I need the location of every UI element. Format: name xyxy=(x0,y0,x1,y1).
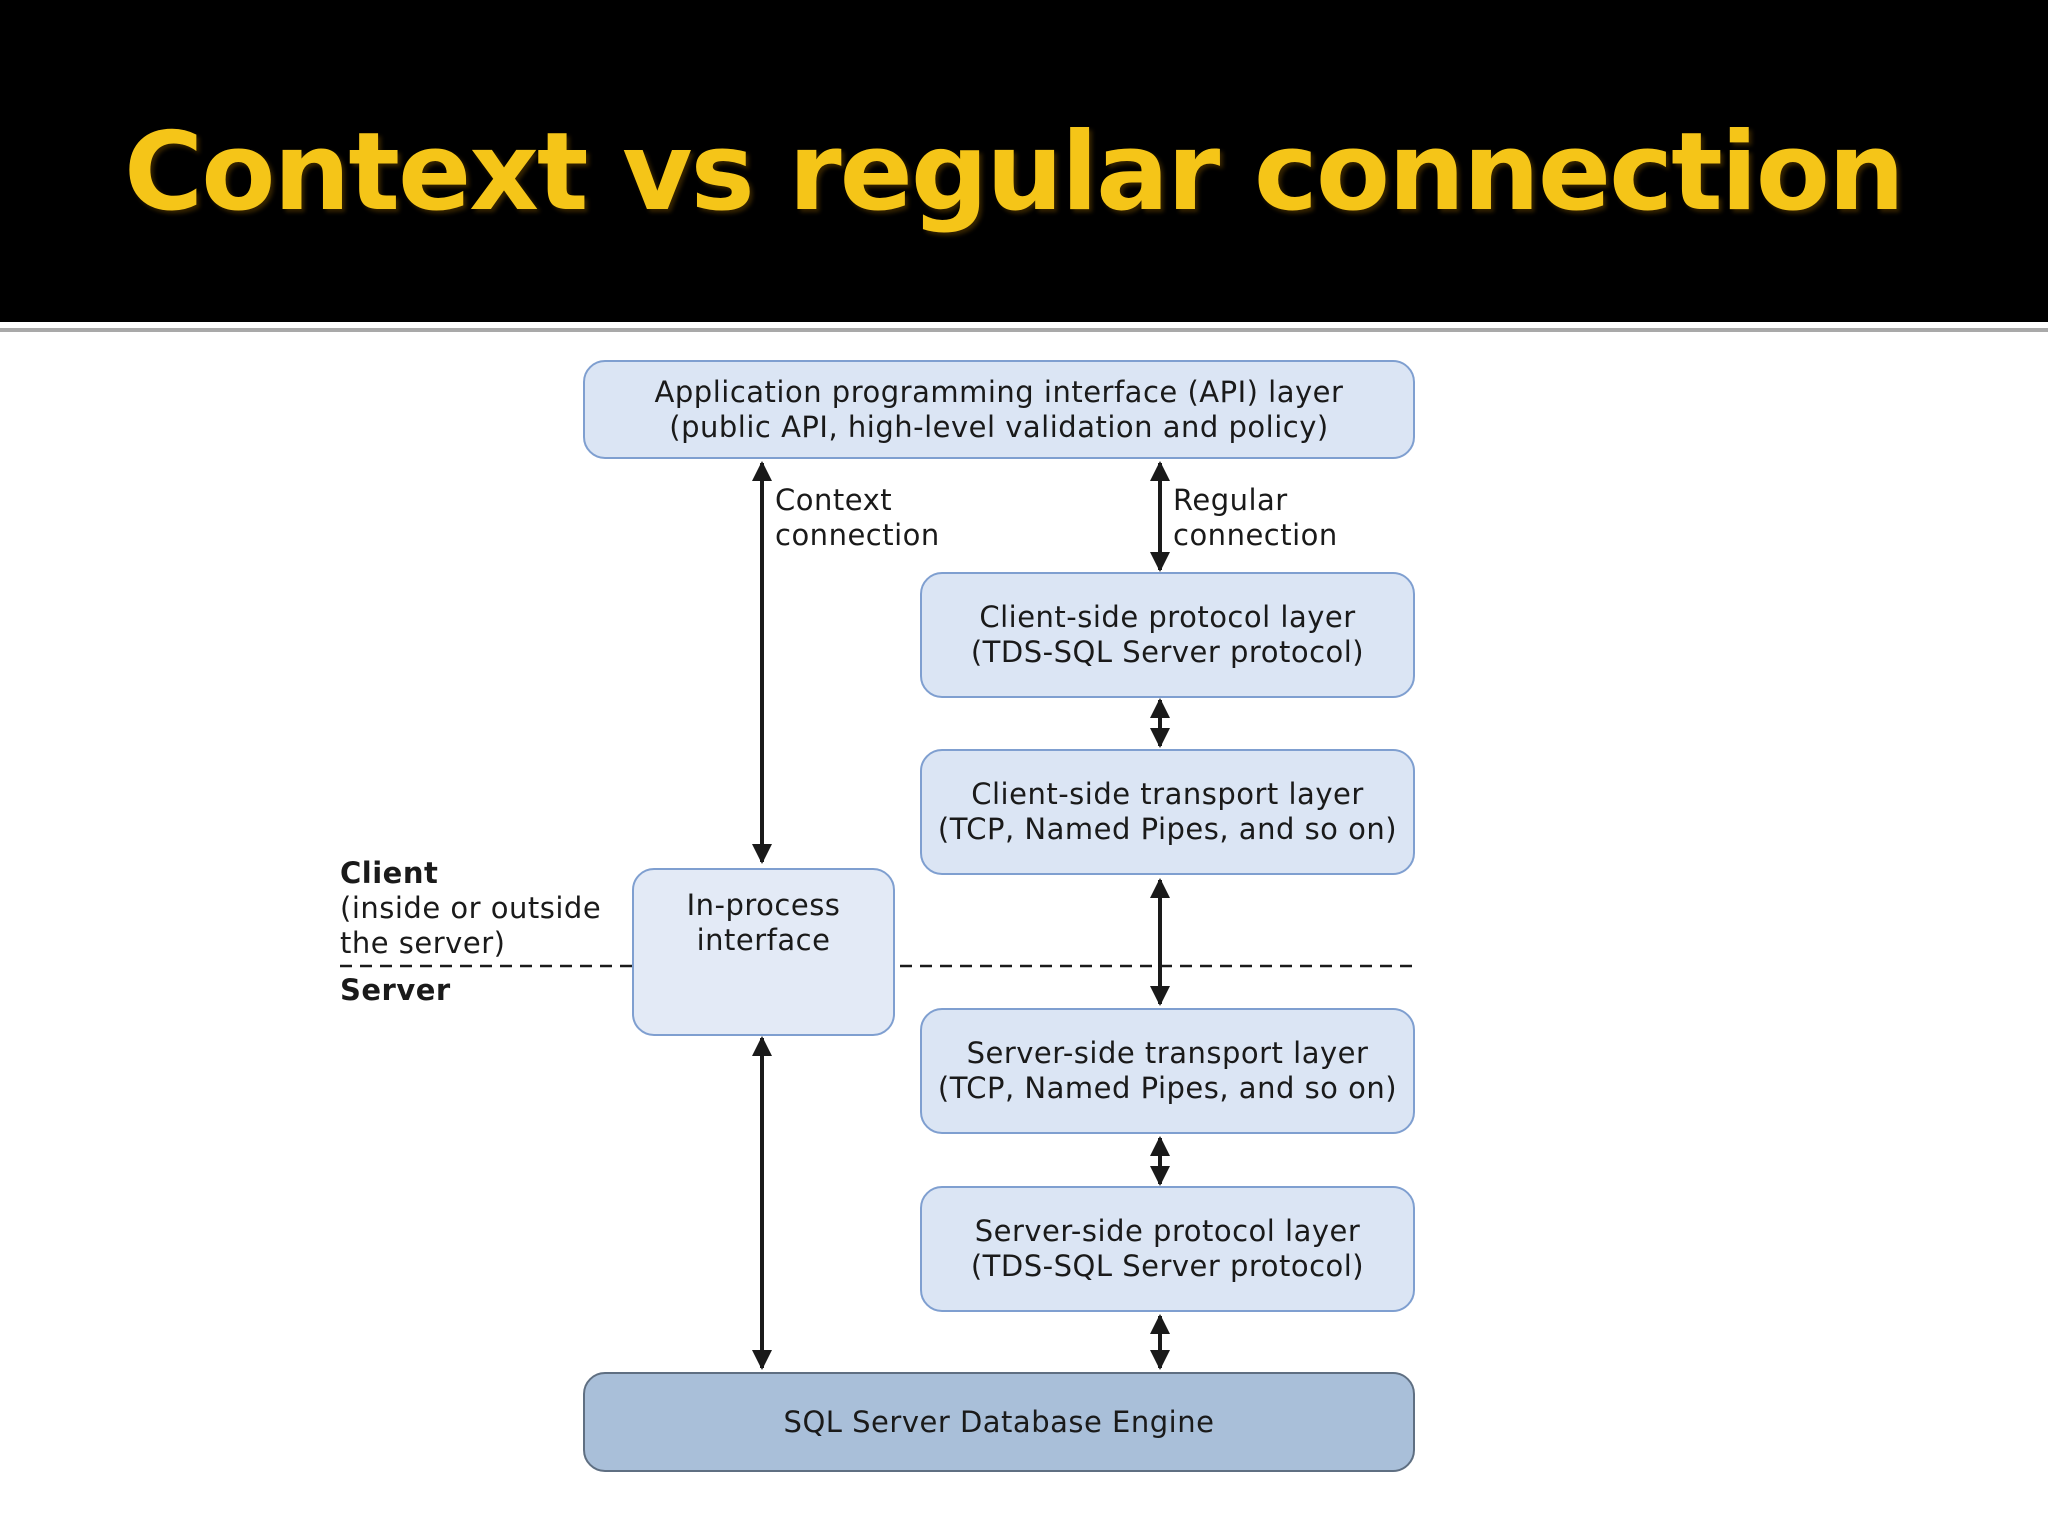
client-line2: the server) xyxy=(340,926,506,960)
title-bar: Context vs regular connection xyxy=(0,0,2048,322)
server-label: Server xyxy=(340,973,451,1007)
server-protocol-layer-box: Server-side protocol layer (TDS-SQL Serv… xyxy=(920,1186,1415,1312)
database-engine-label: SQL Server Database Engine xyxy=(783,1404,1215,1439)
regular-connection-line1: Regular xyxy=(1173,483,1288,517)
regular-connection-line2: connection xyxy=(1173,518,1338,552)
client-transport-line2: (TCP, Named Pipes, and so on) xyxy=(937,812,1398,846)
context-connection-line1: Context xyxy=(775,483,893,517)
server-protocol-line1: Server-side protocol layer xyxy=(974,1214,1361,1248)
server-protocol-line2: (TDS-SQL Server protocol) xyxy=(970,1249,1365,1283)
client-protocol-layer-box: Client-side protocol layer (TDS-SQL Serv… xyxy=(920,572,1415,698)
client-title: Client xyxy=(340,856,439,890)
title-divider xyxy=(0,328,2048,332)
api-layer-line1: Application programming interface (API) … xyxy=(654,374,1344,409)
in-process-interface-box: In-process interface xyxy=(632,868,895,1036)
server-transport-line2: (TCP, Named Pipes, and so on) xyxy=(937,1071,1398,1105)
slide-title: Context vs regular connection xyxy=(124,110,1905,235)
api-layer-line2: (public API, high-level validation and p… xyxy=(669,409,1329,444)
client-transport-line1: Client-side transport layer xyxy=(971,777,1364,811)
server-transport-line1: Server-side transport layer xyxy=(966,1036,1369,1070)
server-transport-layer-box: Server-side transport layer (TCP, Named … xyxy=(920,1008,1415,1134)
regular-connection-label: Regular connection xyxy=(1173,483,1338,553)
in-process-line1: In-process xyxy=(686,888,841,922)
client-protocol-line2: (TDS-SQL Server protocol) xyxy=(970,635,1365,669)
client-transport-layer-box: Client-side transport layer (TCP, Named … xyxy=(920,749,1415,875)
client-protocol-line1: Client-side protocol layer xyxy=(979,600,1356,634)
in-process-line2: interface xyxy=(696,923,831,957)
client-label: Client (inside or outside the server) xyxy=(340,856,601,961)
api-layer-box: Application programming interface (API) … xyxy=(583,360,1415,459)
client-line1: (inside or outside xyxy=(340,891,602,925)
context-connection-line2: connection xyxy=(775,518,940,552)
database-engine-box: SQL Server Database Engine xyxy=(583,1372,1415,1472)
context-connection-label: Context connection xyxy=(775,483,940,553)
